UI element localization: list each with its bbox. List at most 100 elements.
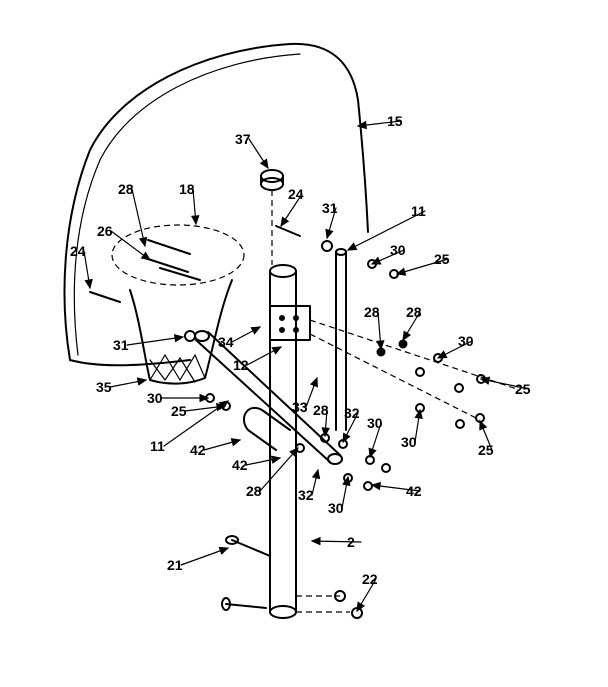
callout-arrowhead <box>376 340 385 351</box>
rim <box>111 224 245 286</box>
callout-arrowhead <box>218 400 230 410</box>
callout-42: 42 <box>370 481 422 499</box>
callout-25: 25 <box>395 251 450 276</box>
hardware <box>184 240 521 619</box>
callout-number: 37 <box>235 131 251 147</box>
callout-28: 28 <box>313 402 330 438</box>
net <box>129 279 233 385</box>
callout-arrowhead <box>325 228 334 240</box>
callout-arrowhead <box>370 256 382 265</box>
callout-number: 30 <box>328 500 344 516</box>
callout-25: 25 <box>479 376 531 397</box>
callout-arrowhead <box>342 432 351 444</box>
callout-leader <box>131 188 146 247</box>
callout-arrowhead <box>191 215 200 226</box>
callout-arrowhead <box>218 546 230 555</box>
callout-number: 11 <box>150 438 165 454</box>
callout-number: 26 <box>97 223 113 239</box>
callout-arrowhead <box>173 333 185 343</box>
callout-number: 30 <box>458 333 474 349</box>
callout-leader <box>259 447 299 492</box>
callout-arrowhead <box>289 447 299 458</box>
callout-arrowhead <box>136 377 148 386</box>
callout-arrowhead <box>230 438 242 447</box>
callout-arrowhead <box>370 481 381 491</box>
callout-30: 30 <box>328 475 351 516</box>
ground-stake-upper <box>231 539 271 557</box>
main-pole <box>269 271 297 613</box>
callout-number: 31 <box>322 200 338 216</box>
callout-number: 30 <box>367 415 383 431</box>
u-bolt <box>243 407 291 451</box>
callout-arrowhead <box>138 236 148 248</box>
backboard-bottom-edge <box>69 359 191 367</box>
callout-number: 22 <box>362 571 378 587</box>
callout-number: 32 <box>344 405 360 421</box>
callout-arrowhead <box>479 376 491 385</box>
callout-24: 24 <box>280 186 304 228</box>
ground-stake-lower <box>225 603 267 609</box>
callout-leader <box>396 258 449 275</box>
callout-arrowhead <box>309 376 318 388</box>
callout-33: 33 <box>292 376 318 415</box>
callout-arrowhead <box>356 120 367 130</box>
callout-number: 28 <box>406 304 422 320</box>
callout-42: 42 <box>190 438 242 458</box>
callout-number: 11 <box>411 203 426 219</box>
callout-number: 34 <box>218 334 234 350</box>
callout-number: 42 <box>190 442 206 458</box>
callout-number: 25 <box>478 442 494 458</box>
callout-number: 24 <box>288 186 304 202</box>
callout-24: 24 <box>70 243 93 290</box>
callout-11: 11 <box>150 400 230 454</box>
callout-number: 28 <box>313 402 329 418</box>
callout-arrowhead <box>356 601 366 613</box>
callout-11: 11 <box>346 203 426 251</box>
callout-28: 28 <box>246 447 299 499</box>
callout-2: 2 <box>310 534 362 550</box>
callout-number: 25 <box>171 403 187 419</box>
callout-25: 25 <box>171 402 227 419</box>
callout-number: 12 <box>233 357 249 373</box>
callout-number: 33 <box>292 399 308 415</box>
callout-37: 37 <box>235 131 269 170</box>
callout-18: 18 <box>179 181 200 226</box>
callout-42: 42 <box>232 455 282 473</box>
callout-arrowhead <box>259 158 269 170</box>
callout-number: 28 <box>364 304 380 320</box>
callout-21: 21 <box>167 546 230 573</box>
callout-35: 35 <box>96 377 148 395</box>
callout-number: 30 <box>401 434 417 450</box>
callout-number: 35 <box>96 379 112 395</box>
callout-arrowhead <box>280 216 290 228</box>
callout-12: 12 <box>233 346 283 373</box>
callout-arrowhead <box>321 427 330 438</box>
callout-arrowhead <box>84 278 93 290</box>
callout-26: 26 <box>97 223 152 261</box>
callout-number: 15 <box>387 113 403 129</box>
callout-number: 42 <box>232 457 248 473</box>
diagonal-brace <box>195 331 341 463</box>
callout-number: 18 <box>179 181 195 197</box>
callout-30: 30 <box>436 333 474 359</box>
callout-arrowhead <box>346 242 358 251</box>
callout-arrowhead <box>199 393 210 403</box>
callout-22: 22 <box>356 571 378 613</box>
callout-number: 24 <box>70 243 86 259</box>
callout-31: 31 <box>322 200 338 240</box>
callout-arrowhead <box>140 251 152 261</box>
callout-number: 25 <box>515 381 531 397</box>
callout-arrowhead <box>310 536 321 546</box>
callout-32: 32 <box>298 468 321 503</box>
callout-number: 25 <box>434 251 450 267</box>
callout-arrowhead <box>250 326 262 335</box>
callout-arrowhead <box>311 468 321 480</box>
callout-leader <box>126 336 184 346</box>
callout-number: 2 <box>347 534 355 550</box>
callout-number: 32 <box>298 487 314 503</box>
callout-30: 30 <box>367 415 383 459</box>
callout-number: 28 <box>246 483 262 499</box>
callout-number: 42 <box>406 483 422 499</box>
callout-arrowhead <box>395 267 407 276</box>
callout-30: 30 <box>401 408 423 450</box>
